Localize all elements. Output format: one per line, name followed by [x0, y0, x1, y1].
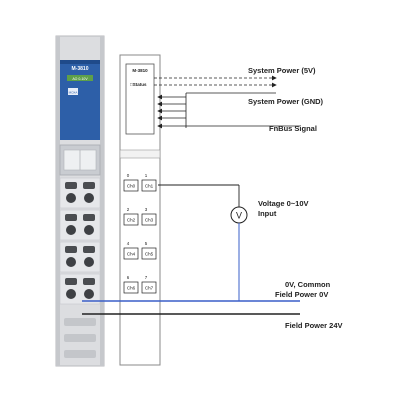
terminal-hole: [84, 257, 94, 267]
terminal-release-slot: [83, 182, 95, 189]
field-power-rails: [82, 300, 300, 315]
terminal-hole: [84, 289, 94, 299]
terminal-hole: [66, 289, 76, 299]
channel-number: 1: [145, 173, 148, 178]
channel-number: 5: [145, 241, 148, 246]
terminal-release-slot: [83, 278, 95, 285]
channel-number: 4: [127, 241, 130, 246]
channel-terminal-box: [123, 281, 139, 294]
channel-terminal-box: [123, 179, 139, 192]
channel-label: Ch3: [145, 218, 154, 223]
terminal-release-slot: [65, 182, 77, 189]
schematic-status-label: □Status: [130, 82, 147, 87]
module-brand-tag: [68, 88, 78, 95]
channel-label: Ch6: [127, 286, 136, 291]
module-model-label: M-3810: [72, 66, 89, 72]
module-sublabel: AO 0-10V: [72, 77, 88, 81]
channel-terminal-box: [141, 247, 157, 260]
label-system-power-gnd: System Power (GND): [248, 97, 324, 106]
label-common-1: 0V, Common: [285, 280, 331, 289]
annotation-labels: System Power (5V) System Power (GND) FnB…: [248, 66, 343, 330]
terminal-release-slot: [65, 278, 77, 285]
label-voltage-input-2: Input: [258, 209, 277, 218]
channel-number: 2: [127, 207, 130, 212]
module-rib: [64, 350, 96, 358]
channel-terminal-box: [123, 213, 139, 226]
module-blue-panel: [60, 60, 100, 140]
channel-terminal-box: [141, 179, 157, 192]
terminal-release-slot: [65, 214, 77, 221]
schematic-model-label: M-3810: [132, 68, 148, 73]
channel-number: 6: [127, 275, 130, 280]
label-voltage-input-1: Voltage 0~10V: [258, 199, 309, 208]
terminal-release-slot: [65, 246, 77, 253]
channel-terminal-box: [141, 213, 157, 226]
channel-label: Ch0: [127, 184, 136, 189]
terminal-hole: [66, 193, 76, 203]
channel-label: Ch4: [127, 252, 136, 257]
module-green-tag: [67, 75, 93, 81]
terminal-hole: [66, 225, 76, 235]
channel-terminal-box: [123, 247, 139, 260]
channel-label: Ch7: [145, 286, 154, 291]
label-field-power-24v: Field Power 24V: [285, 321, 343, 330]
label-system-power-5v: System Power (5V): [248, 66, 316, 75]
module-schematic: M-3810 □Status Ch00Ch11Ch22Ch33Ch44Ch55C…: [119, 54, 161, 366]
terminal-release-slot: [83, 246, 95, 253]
terminal-release-slot: [83, 214, 95, 221]
system-bus-lines: [154, 75, 300, 129]
terminal-hole: [84, 193, 94, 203]
module-brand-label: MOXA: [69, 91, 78, 95]
io-module-photo: M-3810 AO 0-10V MOXA: [55, 35, 105, 367]
channel-number: 7: [145, 275, 148, 280]
channel-label: Ch1: [145, 184, 154, 189]
voltmeter-label: V: [236, 211, 242, 221]
terminal-hole: [84, 225, 94, 235]
bus-interface-block: [125, 63, 155, 135]
module-terminal-holes: [59, 177, 101, 360]
channel-label: Ch5: [145, 252, 154, 257]
label-fnbus-signal: FnBus Signal: [269, 124, 317, 133]
module-rib: [64, 318, 96, 326]
terminal-hole: [66, 257, 76, 267]
voltage-input-circuit: V: [158, 184, 248, 301]
channel-number: 3: [145, 207, 148, 212]
channel-number: 0: [127, 173, 130, 178]
label-common-2: Field Power 0V: [275, 290, 328, 299]
channel-terminal-box: [141, 281, 157, 294]
channel-label: Ch2: [127, 218, 136, 223]
module-rib: [64, 334, 96, 342]
